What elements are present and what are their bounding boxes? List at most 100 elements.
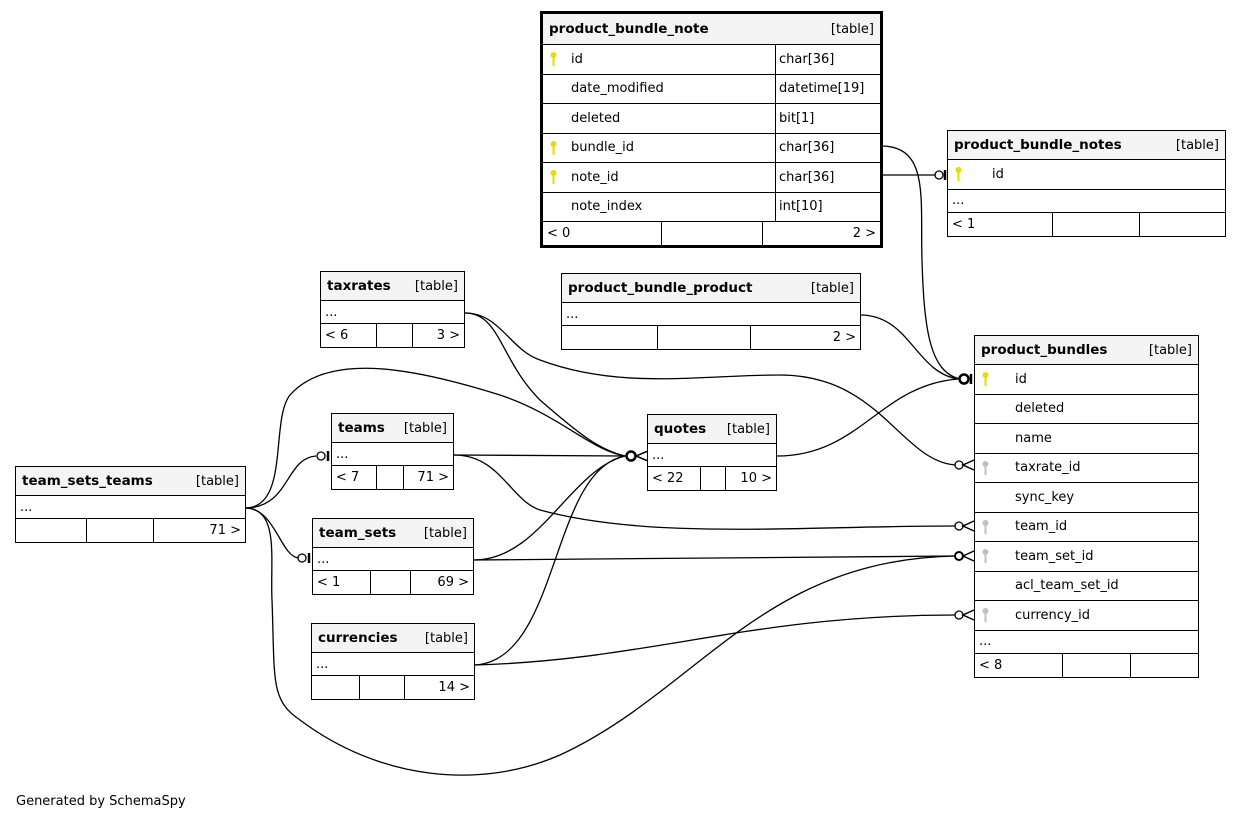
table-kind: [table] xyxy=(424,630,468,646)
column-name: bundle_id xyxy=(571,140,634,156)
table-product-bundle-note[interactable]: product_bundle_note [table] id char[36] … xyxy=(540,11,883,248)
parents-count[interactable]: < 6 xyxy=(325,328,349,343)
parents-count[interactable] xyxy=(562,326,657,349)
primary-key-icon xyxy=(549,169,571,185)
more-columns[interactable]: ... xyxy=(321,301,464,324)
parents-count[interactable]: < 1 xyxy=(952,216,976,232)
column-name: team_id xyxy=(1015,519,1068,535)
table-name[interactable]: team_sets xyxy=(319,525,397,541)
table-name[interactable]: quotes xyxy=(654,421,707,437)
table-taxrates[interactable]: taxrates [table] ... < 6 3 > xyxy=(320,271,465,348)
more-columns[interactable]: ... xyxy=(975,631,1198,654)
children-count[interactable] xyxy=(1139,212,1225,236)
table-team-sets[interactable]: team_sets [table] ... < 1 69 > xyxy=(312,518,474,595)
footer-spacer xyxy=(700,467,725,490)
table-header: quotes [table] xyxy=(648,415,776,444)
table-header: product_bundles [table] xyxy=(975,336,1198,365)
table-name[interactable]: product_bundle_product xyxy=(568,280,753,296)
table-name[interactable]: product_bundle_notes xyxy=(954,137,1122,153)
column-name: note_id xyxy=(571,169,619,185)
parents-count[interactable]: < 8 xyxy=(979,657,1003,673)
column-row[interactable]: name xyxy=(975,424,1198,454)
children-count[interactable]: 71 > xyxy=(403,466,453,489)
table-product-bundle-product[interactable]: product_bundle_product [table] ... 2 > xyxy=(561,273,861,350)
table-product-bundles[interactable]: product_bundles [table] id deleted name … xyxy=(974,335,1199,678)
more-columns[interactable]: ... xyxy=(948,190,1225,213)
column-name: team_set_id xyxy=(1015,548,1094,564)
table-header: currencies [table] xyxy=(312,624,474,653)
column-name: acl_team_set_id xyxy=(1015,578,1119,594)
column-row[interactable]: date_modified datetime[19] xyxy=(543,74,880,104)
column-row[interactable]: note_index int[10] xyxy=(543,192,880,222)
footer-spacer xyxy=(657,326,750,349)
column-row[interactable]: acl_team_set_id xyxy=(975,572,1198,601)
more-columns[interactable]: ... xyxy=(313,548,473,571)
column-row[interactable]: id xyxy=(975,365,1198,395)
table-footer: 14 > xyxy=(312,676,474,699)
column-row[interactable]: deleted xyxy=(975,395,1198,424)
table-kind: [table] xyxy=(1175,137,1219,153)
table-name[interactable]: currencies xyxy=(318,630,398,646)
column-row[interactable]: sync_key xyxy=(975,483,1198,513)
column-row[interactable]: id char[36] xyxy=(543,45,880,75)
children-count[interactable]: 2 > xyxy=(750,326,860,349)
parents-count[interactable] xyxy=(312,676,359,699)
column-row[interactable]: note_id char[36] xyxy=(543,163,880,193)
edge-teams-quotes xyxy=(453,454,626,457)
column-row[interactable]: team_set_id xyxy=(975,542,1198,572)
parents-count[interactable]: < 22 xyxy=(652,471,684,486)
more-columns[interactable]: ... xyxy=(332,443,453,466)
parents-count[interactable] xyxy=(16,519,86,542)
column-type: int[10] xyxy=(775,192,880,221)
edge-teams-pb xyxy=(453,454,956,530)
children-count[interactable]: 69 > xyxy=(410,571,473,594)
table-team-sets-teams[interactable]: team_sets_teams [table] ... 71 > xyxy=(15,466,246,543)
table-quotes[interactable]: quotes [table] ... < 22 10 > xyxy=(647,414,777,491)
children-count[interactable]: 2 > xyxy=(762,222,880,245)
children-count[interactable]: 10 > xyxy=(725,467,776,490)
parents-count[interactable]: < 7 xyxy=(336,470,360,485)
edge-currencies-pb xyxy=(474,614,956,666)
column-row[interactable]: currency_id xyxy=(975,601,1198,631)
table-currencies[interactable]: currencies [table] ... 14 > xyxy=(311,623,475,700)
table-kind: [table] xyxy=(423,525,467,541)
footer-spacer xyxy=(1052,212,1139,236)
table-kind: [table] xyxy=(403,420,447,436)
table-name[interactable]: taxrates xyxy=(327,278,391,294)
table-header: taxrates [table] xyxy=(321,272,464,301)
footer-spacer xyxy=(86,519,153,542)
more-columns[interactable]: ... xyxy=(312,653,474,676)
table-name[interactable]: team_sets_teams xyxy=(22,473,153,489)
column-row[interactable]: taxrate_id xyxy=(975,454,1198,483)
parents-count[interactable]: < 0 xyxy=(547,226,571,241)
more-columns[interactable]: ... xyxy=(16,496,245,519)
table-teams[interactable]: teams [table] ... < 7 71 > xyxy=(331,413,454,490)
column-row[interactable]: team_id xyxy=(975,513,1198,542)
column-row[interactable]: deleted bit[1] xyxy=(543,104,880,134)
column-type: datetime[19] xyxy=(775,74,880,103)
table-name[interactable]: teams xyxy=(338,420,385,436)
more-columns[interactable]: ... xyxy=(648,444,776,467)
table-header: teams [table] xyxy=(332,414,453,443)
edge-taxrates-quotes xyxy=(464,312,626,457)
parents-count[interactable]: < 1 xyxy=(317,575,341,590)
column-name: date_modified xyxy=(571,81,664,97)
table-header: product_bundle_product [table] xyxy=(562,274,860,303)
children-count[interactable] xyxy=(1130,653,1198,677)
table-name[interactable]: product_bundle_note xyxy=(549,21,709,37)
table-product-bundle-notes[interactable]: product_bundle_notes [table] id ... < 1 xyxy=(947,130,1226,237)
column-type: char[36] xyxy=(775,133,880,162)
column-name: currency_id xyxy=(1015,607,1091,623)
column-row[interactable]: bundle_id char[36] xyxy=(543,133,880,163)
more-columns[interactable]: ... xyxy=(562,303,860,326)
table-header: product_bundle_notes [table] xyxy=(948,131,1225,160)
children-count[interactable]: 71 > xyxy=(153,519,245,542)
table-name[interactable]: product_bundles xyxy=(981,342,1108,358)
edge-bundle-id xyxy=(880,145,961,380)
column-name: deleted xyxy=(571,110,621,126)
column-name: sync_key xyxy=(1015,489,1075,505)
children-count[interactable]: 14 > xyxy=(404,676,474,699)
children-count[interactable]: 3 > xyxy=(412,324,464,347)
column-row[interactable]: id xyxy=(948,160,1225,190)
edge-currencies-quotes xyxy=(474,455,626,666)
